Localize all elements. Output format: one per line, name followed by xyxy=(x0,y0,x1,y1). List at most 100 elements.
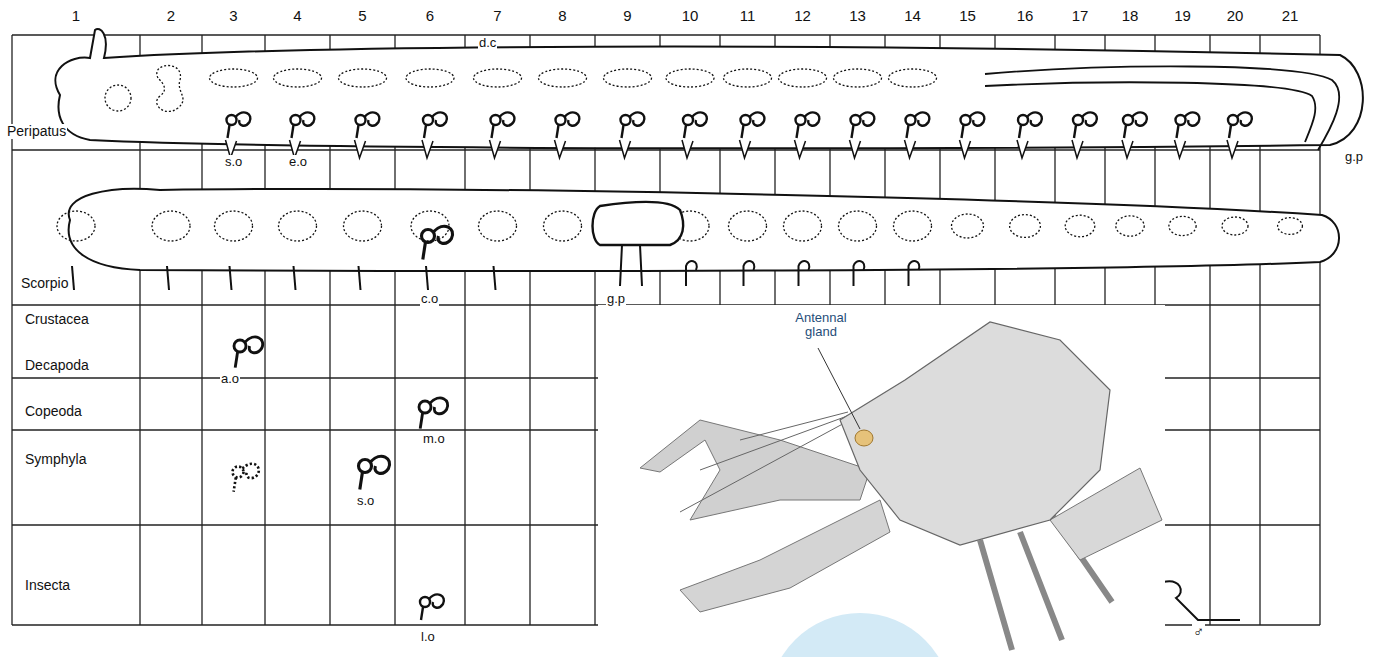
nephridium-tubule xyxy=(860,113,875,126)
segment-number: 15 xyxy=(958,8,977,25)
organ-label: Scorpio xyxy=(20,276,69,291)
nephridium-symbol xyxy=(491,113,515,138)
gill-book xyxy=(744,261,755,286)
segment-number: 7 xyxy=(492,8,502,25)
coelom-sac xyxy=(539,69,587,87)
genital-duct xyxy=(620,245,642,286)
coelom-sac xyxy=(274,69,322,87)
nephridium-tubule xyxy=(1237,113,1252,126)
nephridium-symbol xyxy=(291,113,315,138)
leg xyxy=(795,140,806,158)
coelom-sac xyxy=(544,211,582,241)
segment-number: 8 xyxy=(557,8,567,25)
leg xyxy=(294,266,296,290)
segment-number: 10 xyxy=(681,8,700,25)
nephridium-tubule xyxy=(429,595,444,608)
nephridium-tubule xyxy=(1082,113,1097,126)
organ-label: c.o xyxy=(420,292,439,306)
nephridium-tubule xyxy=(750,113,765,126)
nephridium-duct xyxy=(1124,125,1126,138)
organ-label: Crustacea xyxy=(24,312,90,327)
segment-number: 2 xyxy=(166,8,176,25)
inset-circle xyxy=(768,613,952,657)
nephridium-duct xyxy=(1019,125,1021,138)
leg xyxy=(555,140,566,158)
organ-label: g.p xyxy=(606,292,626,306)
nephridium-symbol xyxy=(1073,113,1097,138)
scorpio-body xyxy=(69,189,1339,271)
nephridium-duct xyxy=(852,125,854,138)
nephridium-tubule xyxy=(1132,113,1147,126)
leg xyxy=(682,140,693,158)
segment-number: 11 xyxy=(739,8,757,25)
leg xyxy=(1175,140,1186,158)
nephridium-symbol xyxy=(906,113,930,138)
leg xyxy=(905,140,916,158)
coelom-sac xyxy=(1116,216,1144,236)
crayfish-inset xyxy=(598,305,1165,657)
segment-number: 3 xyxy=(228,8,238,25)
nephridium-duct xyxy=(1074,125,1076,138)
organ-label: a.o xyxy=(220,372,240,386)
organ-label: Decapoda xyxy=(24,358,90,373)
nephridium-tubule xyxy=(970,113,985,126)
leg xyxy=(1017,140,1028,158)
crayfish-claw xyxy=(640,420,870,520)
coelom-sac xyxy=(952,214,984,238)
gill-book xyxy=(854,261,865,286)
nephridium-duct xyxy=(622,125,624,138)
nephridium-tubule xyxy=(365,113,380,126)
segment-number: 14 xyxy=(903,8,922,25)
leg xyxy=(620,140,631,158)
segment-number: 5 xyxy=(357,8,367,25)
organ-label: Symphyla xyxy=(24,452,87,467)
coelom-sac xyxy=(339,69,387,87)
leg xyxy=(426,266,428,290)
nephridium-symbol xyxy=(851,113,875,138)
nephridium-tubule xyxy=(242,464,258,478)
inset-ground xyxy=(598,305,1165,657)
leg xyxy=(359,266,361,290)
gonoduct xyxy=(985,66,1339,150)
nephridium-tubule xyxy=(692,113,707,126)
nephridium-tubule xyxy=(236,113,251,126)
segment-number: 20 xyxy=(1226,8,1245,25)
leg xyxy=(740,140,751,158)
coelom-sac xyxy=(152,211,190,241)
organ-label: ♂ xyxy=(1192,624,1205,641)
nephridium-duct xyxy=(557,125,559,138)
nephridium-tubule xyxy=(300,113,315,126)
segment-number: 21 xyxy=(1281,8,1300,25)
peripatus-figure xyxy=(55,29,1362,158)
peripatus-body xyxy=(55,29,1362,148)
nephridium-duct xyxy=(492,125,494,138)
coelom-sac xyxy=(889,69,937,87)
nephridium-duct xyxy=(797,125,799,138)
segment-number: 9 xyxy=(622,8,632,25)
coelom-sac xyxy=(779,69,827,87)
organ-label: d.c xyxy=(478,36,497,50)
nephridium-tubule xyxy=(500,113,515,126)
leg xyxy=(1122,140,1133,158)
nephridium-duct xyxy=(235,352,237,368)
coelom-sac xyxy=(279,211,317,241)
nephridium-symbol xyxy=(419,398,448,429)
coelom-sac xyxy=(57,211,95,241)
nephridium-tubule xyxy=(430,398,448,414)
scorpio-figure xyxy=(57,189,1339,290)
nephridium-tubule xyxy=(1027,113,1042,126)
nephridium-symbol xyxy=(420,595,444,620)
nephridium-symbol xyxy=(556,113,580,138)
gill-book xyxy=(909,261,920,286)
nephridium-duct xyxy=(424,125,426,138)
leg xyxy=(355,140,366,158)
nephridium-symbol xyxy=(1228,113,1252,138)
segment-number: 6 xyxy=(425,8,435,25)
nephridium-duct xyxy=(684,125,686,138)
nephridium-duct xyxy=(742,125,744,138)
coelom-sac xyxy=(839,211,877,241)
genital-sac xyxy=(593,202,684,245)
organ-label: s.o xyxy=(224,155,243,169)
grid-line xyxy=(12,149,1320,150)
